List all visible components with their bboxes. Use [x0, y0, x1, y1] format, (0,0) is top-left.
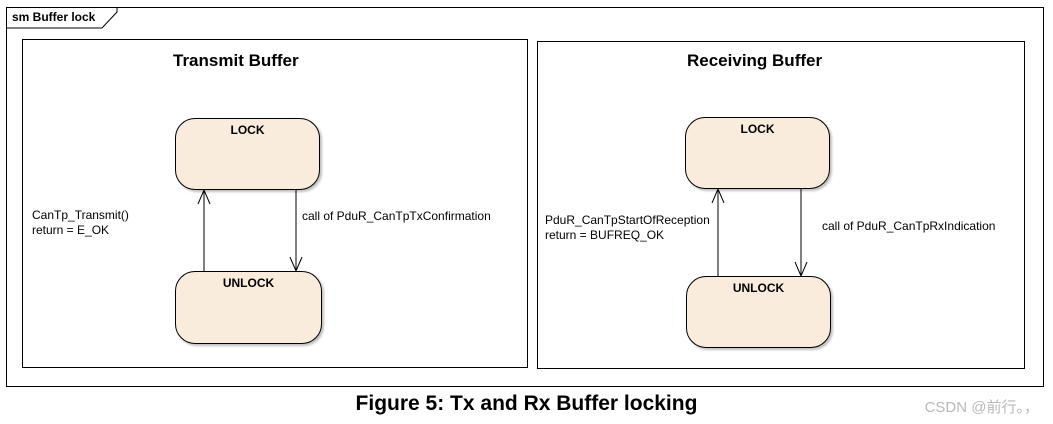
- transmit-up-transition-label: CanTp_Transmit() return = E_OK: [32, 208, 129, 238]
- receiving-buffer-title: Receiving Buffer: [687, 51, 823, 70]
- figure-caption: Figure 5: Tx and Rx Buffer locking: [355, 392, 698, 415]
- transmit-up-label-line2: return = E_OK: [32, 223, 110, 237]
- transmit-lock-state: LOCK: [175, 118, 320, 190]
- transmit-unlock-state: UNLOCK: [175, 271, 322, 344]
- receive-unlock-label: UNLOCK: [732, 281, 785, 295]
- transmit-lock-label: LOCK: [230, 123, 265, 137]
- transmit-up-label-line1: CanTp_Transmit(): [32, 208, 129, 222]
- transmit-down-arrowhead: [289, 256, 303, 273]
- receive-lock-label: LOCK: [740, 122, 775, 136]
- transmit-unlock-label: UNLOCK: [222, 276, 275, 290]
- frame-label: sm Buffer lock: [12, 10, 96, 24]
- receive-down-arrowhead: [794, 261, 808, 278]
- diagram-frame: [6, 7, 1044, 387]
- receive-unlock-state: UNLOCK: [686, 276, 831, 348]
- frame-tab: [6, 7, 118, 29]
- receive-up-arrowhead: [711, 187, 725, 204]
- receive-down-transition-label: call of PduR_CanTpRxIndication: [822, 219, 996, 233]
- transmit-down-transition-label: call of PduR_CanTpTxConfirmation: [302, 209, 491, 223]
- receive-up-label-line2: return = BUFREQ_OK: [545, 228, 665, 242]
- transmit-buffer-title: Transmit Buffer: [173, 51, 299, 70]
- watermark: CSDN @前行。，: [924, 399, 1039, 416]
- receive-lock-state: LOCK: [685, 117, 830, 189]
- transmit-up-arrowhead: [197, 188, 211, 205]
- receive-up-label-line1: PduR_CanTpStartOfReception: [545, 213, 710, 227]
- receive-up-transition-label: PduR_CanTpStartOfReception return = BUFR…: [545, 213, 710, 243]
